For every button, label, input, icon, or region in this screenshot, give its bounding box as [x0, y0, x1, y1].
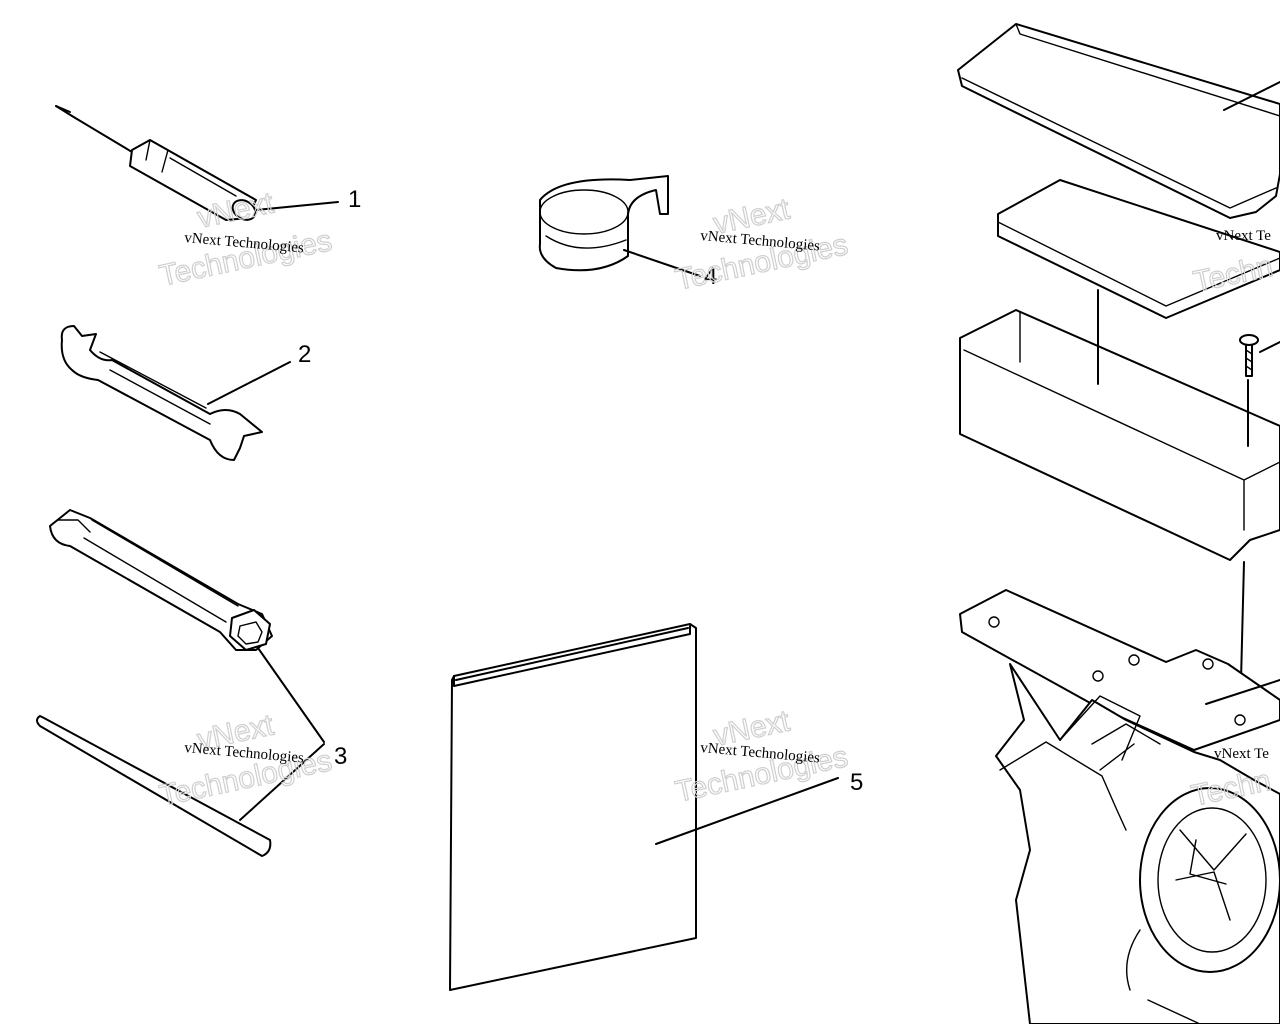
callout-2: 2	[298, 341, 311, 368]
tape-roll-part	[538, 175, 701, 277]
watermark-top-middle: vNext Technologies vNext Technologies	[672, 192, 851, 298]
callout-5: 5	[850, 769, 863, 796]
watermark-small-cut: vNext Te	[1214, 746, 1269, 762]
watermark-small-cut: vNext Te	[1216, 228, 1271, 244]
callout-3: 3	[334, 743, 347, 770]
callout-4: 4	[704, 263, 717, 290]
watermark-bottom-left: vNext Technologies vNext Technologies	[156, 708, 335, 814]
watermark-bottom-middle: vNext Technologies vNext Technologies	[672, 704, 851, 810]
manual-booklet-part	[449, 623, 839, 991]
wrench-part	[60, 325, 291, 461]
socket-wrench-part	[36, 509, 325, 857]
storage-box-assembly	[957, 23, 1280, 1024]
callout-1: 1	[348, 186, 361, 213]
watermark-top-left: vNext Technologies vNext Technologies	[156, 186, 335, 294]
screwdriver-part	[55, 105, 339, 221]
